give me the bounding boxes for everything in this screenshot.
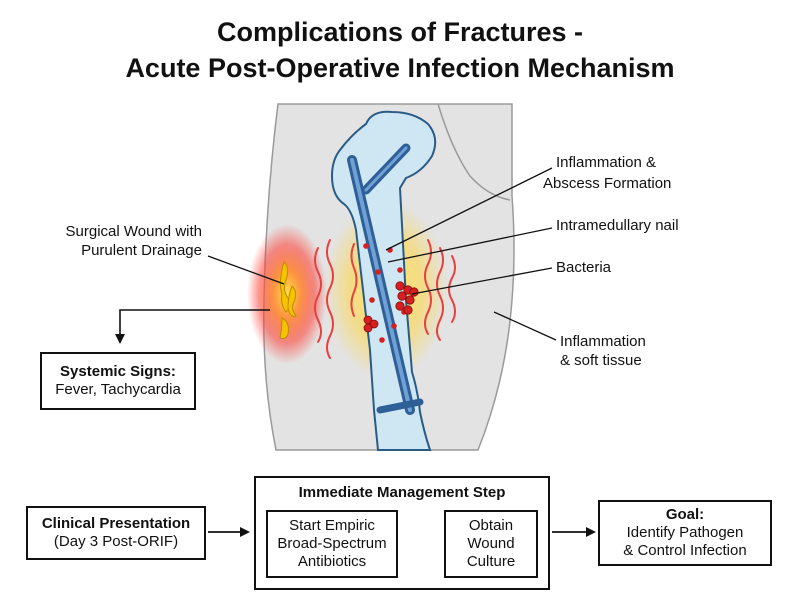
distal-locking-screw xyxy=(376,398,424,414)
bacterium xyxy=(397,267,403,273)
wound-culture-step-line-3: Culture xyxy=(466,553,516,570)
proximal-screw-highlight xyxy=(364,146,408,192)
bacterium xyxy=(369,319,379,329)
clinical-presentation-heading: Clinical Presentation xyxy=(41,515,191,532)
leader-soft-tissue xyxy=(493,311,557,341)
immediate-management-title: Immediate Management Step xyxy=(298,484,506,501)
leader-abscess xyxy=(385,167,553,251)
wound-inflammation-glow xyxy=(247,224,327,364)
title-line-1: Complications of Fractures - xyxy=(216,17,584,47)
intramedullary-nail-highlight xyxy=(350,158,412,412)
antibiotics-step-box: Start Empiric Broad-Spectrum Antibiotics xyxy=(266,510,398,578)
label-nail-text: Intramedullary nail xyxy=(556,217,679,234)
label-soft-tissue-line-1: Inflammation xyxy=(560,333,646,350)
label-abscess-line-2: Abscess Formation xyxy=(543,175,672,192)
systemic-signs-heading: Systemic Signs: xyxy=(60,363,176,380)
bacteria-cluster-main xyxy=(395,281,419,315)
bacterium xyxy=(395,301,405,311)
clinical-presentation-box: Clinical Presentation (Day 3 Post-ORIF) xyxy=(26,506,206,560)
arrow-wound-to-systemic xyxy=(115,309,270,344)
label-wound-line-2: Purulent Drainage xyxy=(81,242,202,259)
label-leader-lines xyxy=(207,167,557,341)
systemic-signs-detail: Fever, Tachycardia xyxy=(55,381,181,398)
bacterium xyxy=(409,287,419,297)
leader-nail xyxy=(387,227,553,263)
label-wound: Surgical Wound with Purulent Drainage xyxy=(40,222,202,260)
goal-line-2: & Control Infection xyxy=(623,542,747,559)
bacterium xyxy=(363,323,373,333)
bacterium xyxy=(395,281,405,291)
leader-bacteria xyxy=(411,267,553,295)
label-bacteria: Bacteria xyxy=(556,258,611,277)
inflammation-waves xyxy=(314,239,456,359)
bacterium xyxy=(375,269,381,275)
goal-line-1: Identify Pathogen xyxy=(626,524,744,541)
purulent-drainage xyxy=(279,261,297,339)
leader-wound xyxy=(207,255,285,285)
antibiotics-step-line-2: Broad-Spectrum xyxy=(277,535,387,552)
label-soft-tissue: Inflammation & soft tissue xyxy=(560,332,646,370)
bacterium xyxy=(363,243,369,249)
bacteria-dots xyxy=(363,243,407,343)
label-soft-tissue-line-2: & soft tissue xyxy=(560,352,642,369)
diagram-title: Complications of Fractures - Acute Post-… xyxy=(0,14,800,86)
wound-culture-step-box: Obtain Wound Culture xyxy=(444,510,538,578)
wound-culture-step-line-2: Wound xyxy=(467,535,515,552)
label-abscess-line2-wrap: Abscess Formation xyxy=(543,174,671,193)
bacteria-cluster-small xyxy=(363,315,379,333)
bacterium xyxy=(379,337,385,343)
label-nail: Intramedullary nail xyxy=(556,216,679,235)
clinical-presentation-detail: (Day 3 Post-ORIF) xyxy=(53,533,179,550)
antibiotics-step-line-3: Antibiotics xyxy=(297,553,367,570)
label-abscess-line-1: Inflammation & xyxy=(556,154,657,171)
goal-heading: Goal: xyxy=(665,506,705,523)
label-wound-line-1: Surgical Wound with xyxy=(65,223,202,240)
label-bacteria-text: Bacteria xyxy=(556,259,612,276)
systemic-signs-box: Systemic Signs: Fever, Tachycardia xyxy=(40,352,196,410)
bacterium xyxy=(397,291,407,301)
goal-box: Goal: Identify Pathogen & Control Infect… xyxy=(598,500,772,566)
antibiotics-step-line-1: Start Empiric xyxy=(289,517,375,534)
bacterium xyxy=(405,295,415,305)
bacterium xyxy=(403,305,413,315)
bacterium xyxy=(391,323,397,329)
label-abscess: Inflammation & xyxy=(556,153,656,172)
wound-culture-step-line-1: Obtain xyxy=(468,517,514,534)
title-line-2: Acute Post-Operative Infection Mechanism xyxy=(125,53,675,83)
bacterium xyxy=(369,297,375,303)
